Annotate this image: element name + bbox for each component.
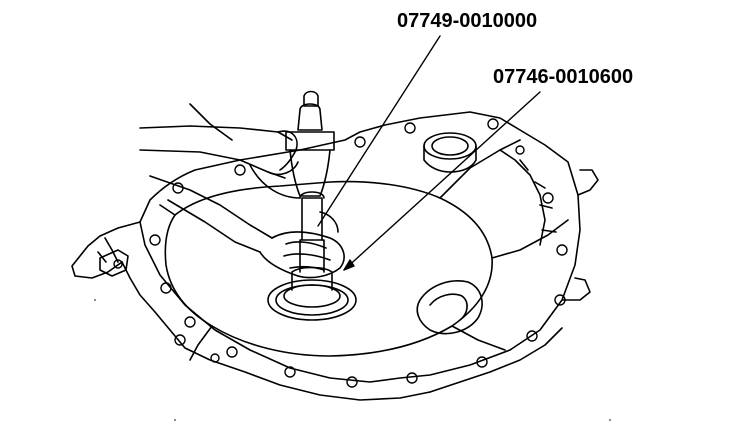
leader-lines bbox=[317, 35, 541, 271]
upper-hand bbox=[139, 103, 301, 199]
hammer bbox=[285, 90, 335, 197]
callout-label: 07746-0010600 bbox=[493, 66, 634, 88]
oil-seal bbox=[267, 279, 357, 321]
callout-label: 07749-0010000 bbox=[397, 10, 538, 32]
transmission-housing bbox=[71, 111, 599, 401]
leader-line-a bbox=[317, 35, 441, 227]
leader-line-b bbox=[343, 91, 541, 271]
print-specks bbox=[94, 299, 611, 421]
housing-bolts bbox=[113, 118, 568, 388]
lower-hand bbox=[149, 175, 345, 279]
